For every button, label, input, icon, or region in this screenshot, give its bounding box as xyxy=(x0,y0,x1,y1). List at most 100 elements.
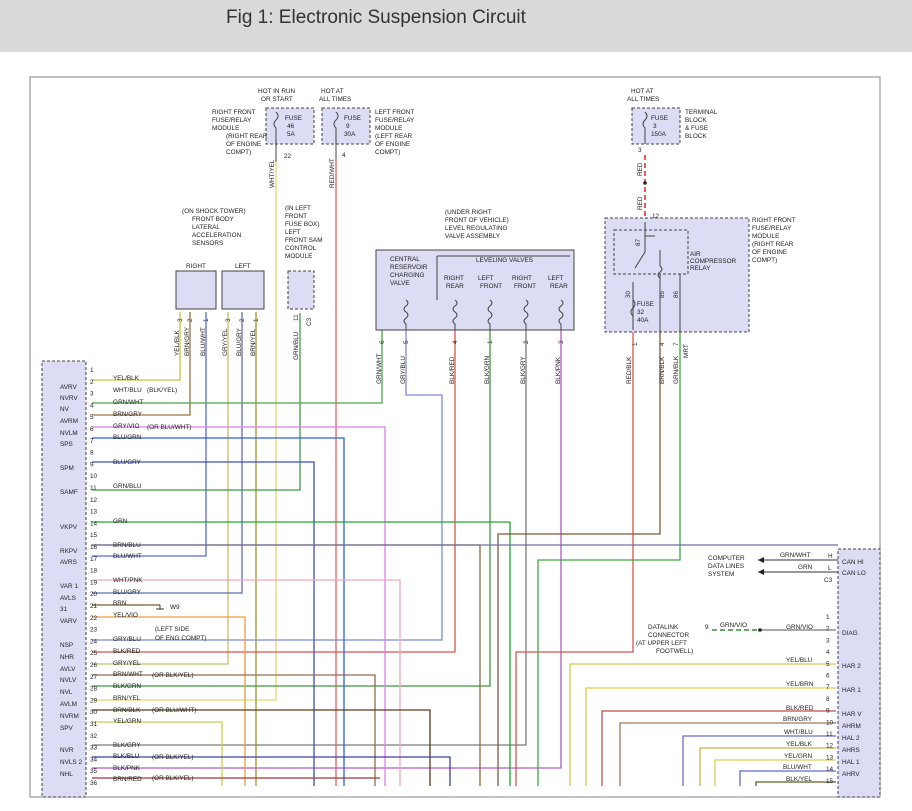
fuse3-side-line: BLOCK xyxy=(685,133,707,140)
left-module-wire-label: BRN xyxy=(113,600,127,607)
wire-yelblk2 xyxy=(699,747,836,786)
dlc-text-1: DATALINK xyxy=(648,624,679,631)
sensor-left-box xyxy=(221,270,265,310)
left-module-label: NVLM xyxy=(60,430,78,437)
wire-yelgrn xyxy=(92,721,223,786)
left-module-pin: 16 xyxy=(90,544,98,551)
sam-caption-line: CONTROL xyxy=(285,245,317,252)
relay-fuse-2: 32 xyxy=(637,309,645,316)
fuse9-side-line: LEFT FRONT xyxy=(375,109,414,116)
left-module-label: SAMF xyxy=(60,489,78,496)
wire-brnwht xyxy=(92,674,376,786)
left-module-label: AVLS xyxy=(60,595,76,602)
central-valve-line: CENTRAL xyxy=(390,256,420,263)
sensor-left-pin: 1 xyxy=(253,318,260,322)
valve-coil xyxy=(403,299,409,330)
fuse9-side-line: OF ENGINE xyxy=(375,141,410,148)
fuse3-pin: 3 xyxy=(638,147,642,154)
page-title: Fig 1: Electronic Suspension Circuit xyxy=(226,7,526,28)
wiring-diagram: AVRVNVRVNVAVRMNVLMSPSSPMSAMFVKPVRKPVAVRS… xyxy=(29,76,881,798)
sam-conn: C3 xyxy=(306,317,313,326)
left-module-pin: 31 xyxy=(90,721,98,728)
alt-label-6: (OR BLK/YEL) xyxy=(152,775,194,782)
fuse9-side-line: MODULE xyxy=(375,125,402,132)
left-module-wire-label: GRY/BLU xyxy=(113,636,141,643)
left-module-wire-label: BLU/WHT xyxy=(113,553,142,560)
dlc-text-4: FOOTWELL) xyxy=(656,648,693,655)
sam-wire: GRN/BLU xyxy=(293,331,300,360)
fuse3-label-2: 3 xyxy=(653,123,657,130)
valve-caption-line: LEVEL REGULATING xyxy=(445,225,508,232)
left-module-pin: 19 xyxy=(90,579,98,586)
relay-fuse-1: FUSE xyxy=(637,301,654,308)
label-red-2: RED xyxy=(637,196,644,210)
fuse3-side-line: TERMINAL xyxy=(685,109,718,116)
left-module-pin: 12 xyxy=(90,497,98,504)
wire-brnblk xyxy=(92,709,431,786)
wire-blugry2 xyxy=(92,461,315,786)
can-hi-wire: GRN/WHT xyxy=(780,552,811,559)
sensor-left-wire: GRY/YEL xyxy=(222,328,229,356)
fuse46-label-3: 5A xyxy=(287,131,296,138)
fuse9-side-line: FUSE/RELAY xyxy=(375,117,415,124)
relay-text-2: COMPRESSOR xyxy=(690,258,737,265)
ground-label: W9 xyxy=(170,604,180,611)
relay-module-box xyxy=(604,217,750,333)
sensor-left-pin: 2 xyxy=(239,318,246,322)
fuse46-side-line: RIGHT FRONT xyxy=(212,109,256,116)
right-module-pin: 15 xyxy=(826,778,834,785)
ground-note-2: OF ENG COMPT) xyxy=(155,635,206,642)
relay-wire-4: MRT xyxy=(683,344,690,358)
left-module-pin: 28 xyxy=(90,686,98,693)
left-module-pin: 7 xyxy=(90,438,94,445)
left-module-label: RKPV xyxy=(60,548,78,555)
wire-gryvio xyxy=(92,426,386,786)
left-module-pin: 9 xyxy=(90,461,94,468)
right-conn: C3 xyxy=(824,577,833,584)
relay-pin-7: 7 xyxy=(673,342,680,346)
wire-brnblu xyxy=(92,544,481,786)
sensor-right-wire: YEL/BLK xyxy=(174,329,181,356)
wire-brngry2 xyxy=(619,722,836,786)
left-module-label: AVRV xyxy=(60,384,78,391)
right-module-label: DIAG xyxy=(842,630,858,637)
fuse46-side-line: OF ENGINE xyxy=(226,141,261,148)
left-module-pin: 25 xyxy=(90,650,98,657)
relay-wire-3: GRN/BLK xyxy=(673,355,680,384)
sensor-left-wire: BRN/YEL xyxy=(250,328,257,356)
right-module-label: HAR V xyxy=(842,711,862,718)
alt-label-4: (OR BLU/WHT) xyxy=(152,707,196,714)
wire-yelgrn2 xyxy=(714,759,836,786)
right-module-pin: 7 xyxy=(826,684,830,691)
sensor-right-wire: BRN/GRY xyxy=(184,326,191,356)
left-module-label: VARV xyxy=(60,618,78,625)
left-module-wire-label: BLK/BLU xyxy=(113,753,140,760)
left-module-wire-labels: YEL/BLKWHT/BLUGRN/WHTBRN/GRYGRY/VIOBLU/G… xyxy=(113,375,144,783)
right-module-wire-label: BLK/RED xyxy=(786,705,814,712)
wire-blkpnk xyxy=(92,330,562,769)
label-red-1: RED xyxy=(637,162,644,176)
left-module-wire-label: BRN/WHT xyxy=(113,671,143,678)
sam-module-box xyxy=(287,270,315,310)
left-module-pin: 24 xyxy=(90,638,98,645)
right-module-wire-labels: GRN/VIOYEL/BLUYEL/BRNBLK/REDBRN/GRYWHT/B… xyxy=(783,624,814,783)
right-module-pin: 14 xyxy=(826,766,834,773)
left-module-wire-label: BLU/GRN xyxy=(113,434,142,441)
alt-label-3: (OR BLK/YEL) xyxy=(152,672,194,679)
left-module-label: VAR 1 xyxy=(60,583,78,590)
relay-pin-87: 87 xyxy=(635,238,642,246)
fuse3-side-line: & FUSE xyxy=(685,125,708,132)
right-module-pin: 5 xyxy=(826,661,830,668)
sensor-caption-line: (ON SHOCK TOWER) xyxy=(182,208,246,215)
left-module-label: SPM xyxy=(60,465,74,472)
left-module-pin: 35 xyxy=(90,768,98,775)
left-module-labels: AVRVNVRVNVAVRMNVLMSPSSPMSAMFVKPVRKPVAVRS… xyxy=(60,384,82,778)
valve-coil xyxy=(487,299,493,330)
relay-side-line: RIGHT FRONT xyxy=(752,217,796,224)
relay-text-1: AIR xyxy=(690,251,701,258)
left-module-label: NSP xyxy=(60,642,73,649)
